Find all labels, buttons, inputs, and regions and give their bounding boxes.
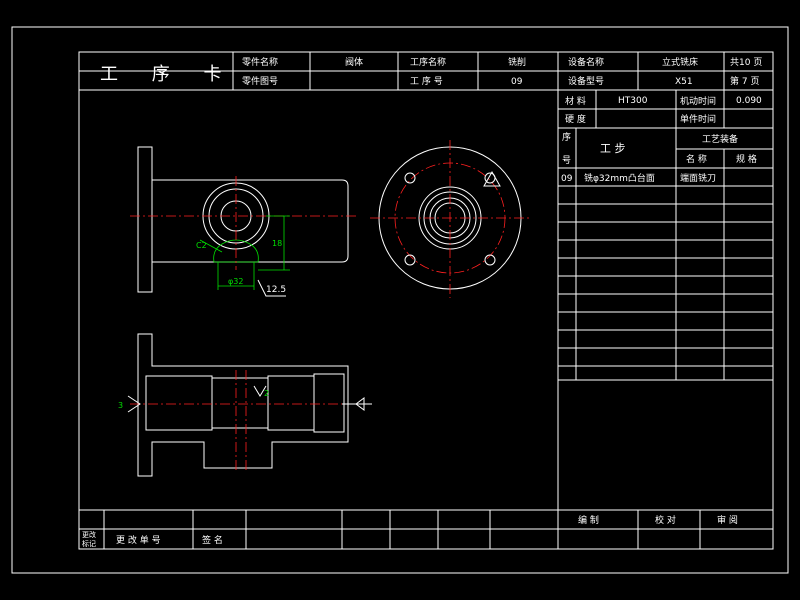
part-name-value: 阀体 (345, 56, 363, 68)
revision-mark-bottom: 标记 (82, 539, 96, 548)
revision-doc-no: 更 改 单 号 (116, 534, 161, 546)
diameter-dimension: φ32 (228, 277, 243, 286)
process-no-value: 09 (511, 77, 523, 87)
material-value: HT300 (618, 96, 648, 106)
machine-time-label: 机动时间 (680, 95, 716, 107)
total-pages: 共10 页 (730, 57, 762, 68)
step-row-tool: 端面铣刀 (680, 172, 716, 184)
header-grid (79, 52, 773, 91)
step-row-seq: 09 (561, 174, 573, 184)
chamfer-dimension: C2 (196, 241, 207, 250)
review-label: 审 阅 (717, 514, 738, 526)
datum-mid-label: 2 (264, 389, 269, 398)
unit-time-label: 单件时间 (680, 113, 716, 125)
check-label: 校 对 (655, 514, 676, 526)
seq-label-top: 序 (562, 131, 571, 143)
equip-model-label: 设备型号 (568, 75, 604, 87)
process-name-label: 工序名称 (410, 56, 446, 68)
roughness-value: 12.5 (266, 285, 286, 295)
hardness-label: 硬 度 (565, 113, 586, 125)
side-view-dimensions (199, 215, 290, 297)
equip-name-label: 设备名称 (568, 56, 604, 68)
tool-name-header: 名 称 (686, 153, 707, 165)
revision-mark-top: 更改 (82, 530, 96, 539)
process-name-value: 铣削 (508, 56, 526, 68)
step-header: 工 步 (600, 142, 626, 155)
inner-frame (78, 51, 774, 550)
equipment-header: 工艺装备 (702, 133, 738, 145)
seq-label-bottom: 号 (562, 155, 571, 166)
equip-name-value: 立式铣床 (662, 56, 698, 68)
datum-left-label: 3 (118, 401, 123, 410)
part-no-label: 零件图号 (242, 75, 278, 87)
compile-label: 编 制 (578, 514, 599, 526)
flange-view (370, 140, 530, 298)
page-number: 第 7 页 (730, 75, 759, 87)
process-no-label: 工 序 号 (410, 75, 443, 87)
machine-time-value: 0.090 (736, 96, 762, 106)
section-view (127, 333, 372, 477)
side-view (130, 146, 356, 293)
equip-model-value: X51 (675, 77, 693, 87)
height-dimension: 18 (272, 239, 282, 248)
revision-sign: 签 名 (202, 534, 223, 546)
card-title: 工 序 卡 (100, 64, 235, 85)
step-row-desc: 铣φ32mm凸台面 (584, 172, 655, 184)
part-name-label: 零件名称 (242, 56, 278, 68)
material-label: 材 料 (565, 95, 586, 107)
tool-spec-header: 规 格 (736, 153, 757, 165)
steps-table-grid (557, 90, 773, 510)
footer-grid (79, 509, 773, 549)
outer-frame (11, 26, 789, 574)
